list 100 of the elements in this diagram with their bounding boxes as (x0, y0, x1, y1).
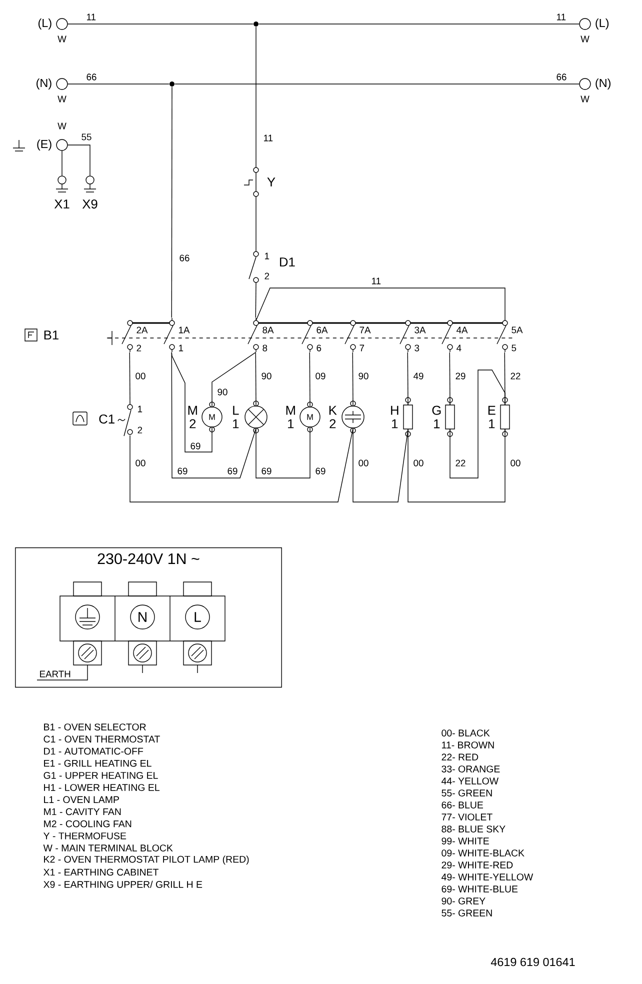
wire (129, 352, 130, 405)
key-entry: M1 - CAVITY FAN (44, 808, 121, 816)
contact-label: 4A (456, 326, 468, 334)
wire-code: 11 (370, 276, 382, 286)
part-number: 4619 619 01641 (490, 958, 575, 966)
wire-code: 00 (134, 372, 147, 380)
wire-code: 09 (314, 372, 327, 380)
key-entry: 55- GREEN (442, 790, 492, 796)
contact-label: 5A (512, 326, 523, 334)
terminal-socket: N (130, 604, 155, 630)
wire-code: 11 (555, 12, 567, 22)
key-entry: 49- WHITE-YELLOW (442, 874, 534, 880)
key-entry: E1 - GRILL HEATING EL (44, 760, 152, 767)
terminal-code: W (58, 36, 66, 42)
wire (255, 282, 256, 318)
contact-label: 1 (179, 344, 184, 352)
terminal-code: W (58, 122, 66, 130)
earth-label: EARTH (40, 670, 70, 678)
pin-number: 1 (138, 406, 142, 412)
component-label: K 2 (329, 406, 337, 428)
contact-label: 3 (414, 344, 420, 352)
key-entry: 09- WHITE-BLACK (442, 850, 524, 856)
wire (309, 352, 310, 407)
pin-number: 2 (138, 426, 142, 434)
component-label: L 1 (233, 406, 239, 428)
terminal-label: (N) (36, 78, 52, 90)
wire-code: 69 (189, 442, 202, 450)
key-entry: 69- WHITE-BLUE (442, 886, 518, 892)
wire (68, 144, 90, 176)
terminal-label: (E) (37, 140, 52, 150)
contact-label: 7 (360, 344, 364, 352)
wire-code: 66 (178, 254, 191, 262)
wire-code: 66 (85, 72, 98, 82)
key-entry: 00- BLACK (442, 730, 490, 736)
terminal-label: (N) (596, 78, 610, 90)
wire-code: 22 (509, 372, 522, 380)
component-label: G 1 (432, 406, 441, 428)
key-entry: 55- GREEN (442, 910, 492, 916)
wire-code: 90 (216, 388, 229, 396)
component-label: M 1 (286, 406, 295, 428)
contact-label: 1A (179, 326, 190, 334)
terminal-socket (75, 604, 100, 630)
key-entry: 66- BLUE (442, 802, 484, 808)
wire-code: 69 (314, 466, 327, 476)
key-entry: 88- BLUE SKY (442, 826, 506, 832)
wire (450, 370, 506, 478)
wire-code: 00 (357, 458, 370, 468)
key-entry: H1 - LOWER HEATING EL (44, 784, 160, 791)
key-entry: L1 - OVEN LAMP (44, 796, 119, 804)
earth-point-label: X1 (54, 200, 70, 208)
contact-label: 5 (512, 344, 516, 352)
contact-label: 2 (136, 344, 142, 352)
wire-code: 11 (262, 134, 274, 142)
key-entry: K2 - OVEN THERMOSTAT PILOT LAMP (RED) (44, 856, 249, 865)
contact-label: 6A (316, 326, 328, 334)
wire (171, 352, 212, 452)
key-entry: G1 - UPPER HEATING EL (44, 772, 158, 779)
wire-code: 90 (357, 372, 370, 380)
contact-label: 2A (136, 326, 148, 334)
component-label: M 2 (188, 406, 197, 428)
wire (352, 352, 354, 406)
wire (171, 86, 172, 318)
contact-label: 3A (414, 326, 426, 334)
wire (256, 427, 310, 478)
wire-code: 69 (226, 466, 239, 476)
terminal-label: (L) (38, 18, 52, 30)
wire-code: 00 (412, 458, 425, 468)
contact-label: 8 (262, 344, 268, 352)
key-entry: M2 - COOLING FAN (44, 820, 132, 828)
key-entry: W - MAIN TERMINAL BLOCK (43, 844, 173, 852)
wire (130, 428, 354, 502)
key-entry: 77- VIOLET (442, 814, 492, 820)
terminal-code: W (580, 96, 590, 102)
key-entry: 99- WHITE (442, 838, 489, 844)
key-entry: 22- RED (442, 754, 478, 760)
pin-number: 2 (264, 272, 270, 280)
key-entry: 90- GREY (442, 898, 486, 904)
key-entry: X1 - EARTHING CABINET (44, 868, 158, 876)
key-entry: 33- ORANGE (442, 766, 500, 772)
terminal-label: (L) (596, 18, 609, 30)
motor: M (202, 402, 222, 432)
contact-label: 7A (360, 326, 371, 334)
wire-code: 22 (454, 458, 467, 468)
component-label: Y (267, 178, 276, 186)
wire-code: 69 (176, 466, 189, 476)
wire-code: 49 (412, 372, 425, 380)
wire-code: 29 (454, 372, 467, 380)
wire-code: 90 (260, 372, 273, 380)
terminal-code: W (58, 96, 66, 102)
wire (408, 429, 506, 502)
wire-code: 11 (85, 12, 97, 22)
wire-code: 00 (509, 458, 522, 468)
key-entry: 11- BROWN (442, 742, 494, 748)
key-entry: D1 - AUTOMATIC-OFF (44, 748, 144, 755)
key-entry: C1 - OVEN THERMOSTAT (44, 736, 160, 743)
wire-code: 66 (555, 72, 568, 82)
wire-code: 55 (80, 132, 93, 142)
contact-label: 8A (262, 326, 274, 334)
component-label: E 1 (488, 406, 496, 428)
component-label: H 1 (391, 406, 398, 428)
